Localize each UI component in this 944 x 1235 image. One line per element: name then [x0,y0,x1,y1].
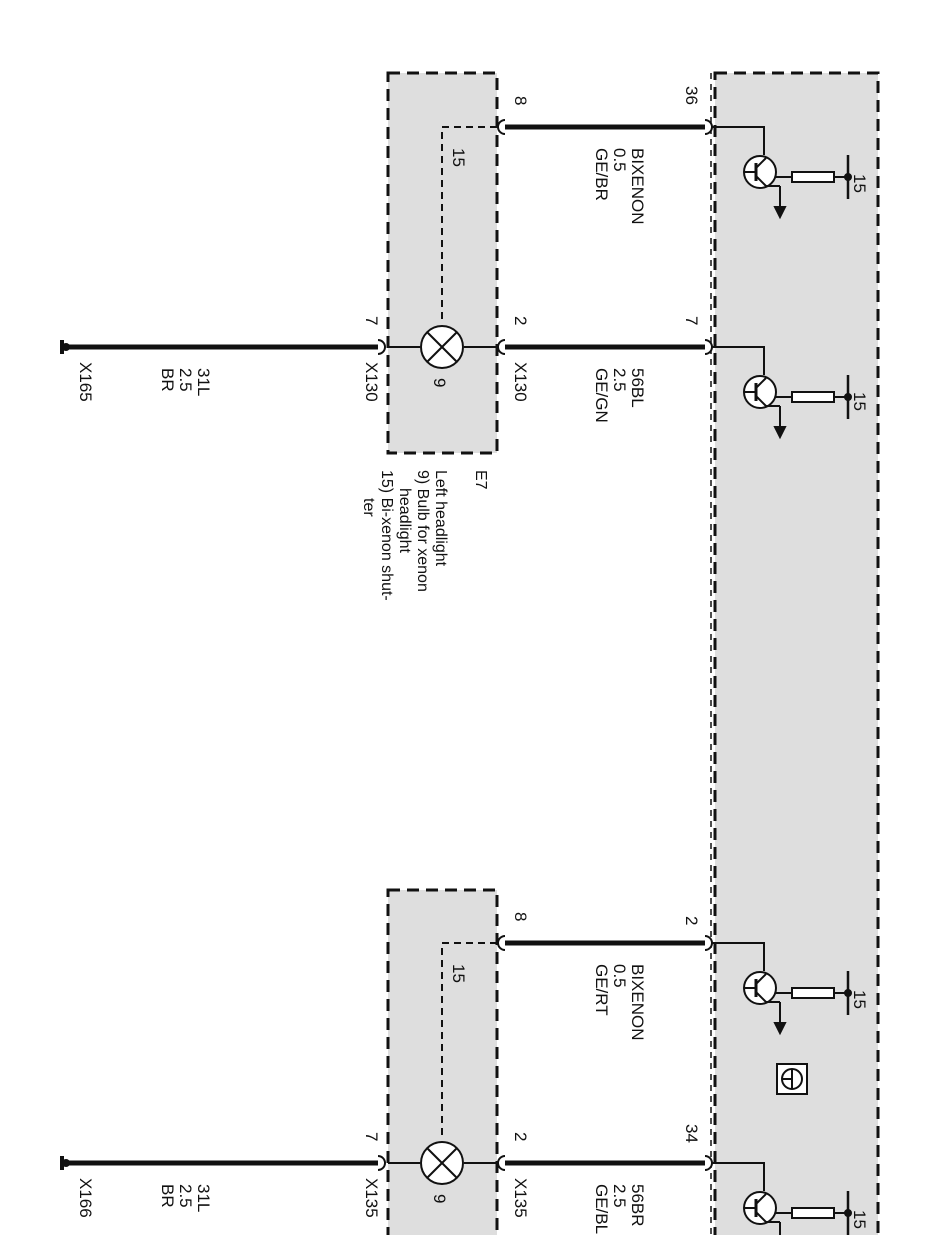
wire6-color: BR [158,1184,177,1208]
ground-terminal-lower [60,1156,70,1170]
bulb-upper-icon [388,325,497,369]
lower-ground-pin: 7 [362,1132,381,1141]
upper-desc-3: headlight [396,488,413,554]
transistor-stage [711,346,852,440]
lower-pin-2: 2 [511,1132,530,1141]
ground-clock-icon [776,1063,808,1095]
upper-ground-pin: 7 [362,316,381,325]
wire4-size: 0.5 [610,964,629,988]
module-pin-2: 2 [682,916,701,925]
upper-ground-point: X165 [76,362,95,402]
transistor-stage [711,126,852,220]
supply-label-1: 15 [850,174,869,193]
wire5-color: GE/BL [592,1184,611,1234]
wire6-name: 31L [194,1184,213,1212]
wire6-size: 2.5 [176,1184,195,1208]
wire2-size: 2.5 [610,368,629,392]
upper-id: E7 [472,470,489,490]
lower-conn-b: X135 [511,1178,530,1218]
transistor-stage [711,1162,852,1235]
upper-desc-4: 15) Bi-xenon shut- [378,470,395,601]
module-pin-7: 7 [682,316,701,325]
wire5-size: 2.5 [610,1184,629,1208]
wire4-color: GE/RT [592,964,611,1016]
transistor-drivers [711,126,852,1235]
wire2-color: GE/GN [592,368,611,423]
wire3-color: BR [158,368,177,392]
left-headlight-box [386,71,499,455]
supply-label-2: 15 [850,392,869,411]
lower-pin-8: 8 [511,912,530,921]
transistor-stage [711,942,852,1036]
upper-desc-2: 9) Bulb for xenon [414,470,431,592]
wire5-name: 56BR [628,1184,647,1227]
lower-ground-point: X166 [76,1178,95,1218]
ground-terminal-upper [60,340,70,354]
wire2-name: 56BL [628,368,647,408]
shutter-dash-lower [441,942,497,1137]
upper-pin-8: 8 [511,96,530,105]
upper-conn-ground: X130 [362,362,381,402]
upper-desc-1: Left headlight [432,470,449,567]
lower-conn-ground: X135 [362,1178,381,1218]
module-pin-36: 36 [682,86,701,105]
upper-desc-5: ter [360,498,377,517]
upper-pin-2: 2 [511,316,530,325]
upper-shutter-label: 15 [449,148,468,167]
lower-bulb-number: 9 [430,1194,449,1203]
wire1-name: BIXENON [628,148,647,225]
wire3-size: 2.5 [176,368,195,392]
upper-bulb-number: 9 [430,378,449,387]
upper-conn-b: X130 [511,362,530,402]
wire4-name: BIXENON [628,964,647,1041]
module-pin-34: 34 [682,1124,701,1143]
wire3-name: 31L [194,368,213,396]
shutter-dash-upper [441,126,497,322]
supply-label-3: 15 [850,990,869,1009]
control-module-box [713,71,880,1235]
bulb-lower-icon [388,1141,497,1185]
wires [66,124,705,1166]
lower-shutter-label: 15 [449,964,468,983]
wire1-color: GE/BR [592,148,611,201]
wire1-size: 0.5 [610,148,629,172]
supply-label-4: 15 [850,1210,869,1229]
